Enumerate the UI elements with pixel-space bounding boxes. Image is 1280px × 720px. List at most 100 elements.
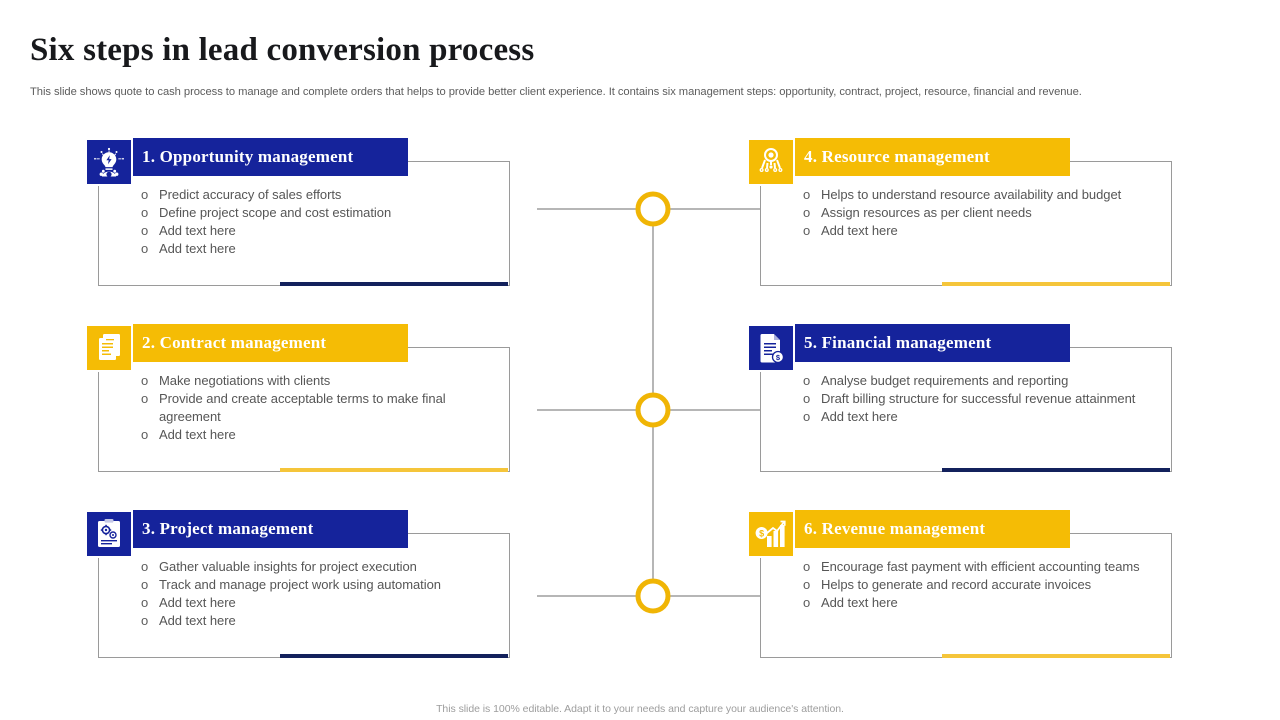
list-item: o Add text here	[803, 408, 1153, 426]
list-item: o Add text here	[141, 222, 491, 240]
card-header: 3. Project management	[120, 510, 408, 548]
bullet-text: Add text here	[159, 223, 236, 238]
bullet-marker: o	[141, 391, 149, 406]
step-card-6[interactable]: 6. Revenue management $ o Encourage fast…	[747, 510, 1172, 658]
bullet-marker: o	[141, 559, 149, 574]
card-accent-bar	[942, 468, 1170, 472]
card-accent-bar	[942, 282, 1170, 286]
bullet-text: Gather valuable insights for project exe…	[159, 559, 417, 574]
list-item: o Provide and create acceptable terms to…	[141, 390, 491, 426]
connector-node-2	[635, 392, 671, 428]
bullet-text: Add text here	[159, 427, 236, 442]
bullet-text: Helps to understand resource availabilit…	[821, 187, 1122, 202]
bullet-text: Add text here	[159, 613, 236, 628]
card-accent-bar	[280, 654, 508, 658]
card-bullet-list: o Analyse budget requirements and report…	[803, 372, 1153, 426]
bullet-text: Provide and create acceptable terms to m…	[159, 391, 446, 424]
card-outline	[98, 161, 510, 286]
card-bullet-list: o Predict accuracy of sales efforts o De…	[141, 186, 491, 258]
list-item: o Encourage fast payment with efficient …	[803, 558, 1153, 576]
bullet-text: Add text here	[821, 595, 898, 610]
bullet-marker: o	[803, 373, 811, 388]
card-title: 5. Financial management	[804, 333, 992, 352]
bullet-text: Analyse budget requirements and reportin…	[821, 373, 1069, 388]
step-card-5[interactable]: 5. Financial management $ o Analyse budg…	[747, 324, 1172, 472]
card-bullet-list: o Gather valuable insights for project e…	[141, 558, 491, 630]
bullet-marker: o	[141, 577, 149, 592]
svg-text:$: $	[759, 529, 764, 539]
card-bullet-list: o Helps to understand resource availabil…	[803, 186, 1153, 240]
list-item: o Add text here	[141, 426, 491, 444]
card-accent-bar	[942, 654, 1170, 658]
list-item: o Analyse budget requirements and report…	[803, 372, 1153, 390]
list-item: o Add text here	[803, 222, 1153, 240]
bullet-text: Assign resources as per client needs	[821, 205, 1032, 220]
card-outline	[760, 347, 1172, 472]
card-outline	[98, 533, 510, 658]
card-accent-bar	[280, 468, 508, 472]
list-item: o Gather valuable insights for project e…	[141, 558, 491, 576]
bullet-marker: o	[803, 577, 811, 592]
card-outline	[760, 161, 1172, 286]
step-card-2[interactable]: 2. Contract management o	[85, 324, 510, 472]
revenue-bar-chart-dollar-icon: $	[747, 510, 795, 558]
card-header: 6. Revenue management	[782, 510, 1070, 548]
bullet-text: Define project scope and cost estimation	[159, 205, 392, 220]
contract-clipboard-icon	[85, 324, 133, 372]
card-header: 1. Opportunity management	[120, 138, 408, 176]
connector-node-1	[635, 191, 671, 227]
bullet-marker: o	[803, 187, 811, 202]
list-item: o Draft billing structure for successful…	[803, 390, 1153, 408]
step-card-4[interactable]: 4. Resource management	[747, 138, 1172, 286]
list-item: o Define project scope and cost estimati…	[141, 204, 491, 222]
page-title: Six steps in lead conversion process	[30, 32, 535, 68]
slide-description: This slide shows quote to cash process t…	[30, 86, 1082, 98]
card-outline	[98, 347, 510, 472]
step-card-3[interactable]: 3. Project management	[85, 510, 510, 658]
card-outline	[760, 533, 1172, 658]
connector-node-3	[635, 578, 671, 614]
card-header: 2. Contract management	[120, 324, 408, 362]
list-item: o Add text here	[141, 594, 491, 612]
list-item: o Track and manage project work using au…	[141, 576, 491, 594]
list-item: o Add text here	[803, 594, 1153, 612]
bullet-text: Track and manage project work using auto…	[159, 577, 441, 592]
card-bullet-list: o Make negotiations with clients o Provi…	[141, 372, 491, 444]
bullet-text: Draft billing structure for successful r…	[821, 391, 1136, 406]
connector-layer	[537, 191, 775, 614]
card-title: 4. Resource management	[804, 147, 990, 166]
bullet-marker: o	[141, 205, 149, 220]
card-accent-bar	[280, 282, 508, 286]
bullet-marker: o	[803, 223, 811, 238]
bullet-marker: o	[803, 595, 811, 610]
financial-document-dollar-icon: $	[747, 324, 795, 372]
bullet-marker: o	[141, 223, 149, 238]
card-title: 1. Opportunity management	[142, 147, 354, 166]
bullet-text: Helps to generate and record accurate in…	[821, 577, 1092, 592]
bullet-marker: o	[141, 595, 149, 610]
list-item: o Helps to understand resource availabil…	[803, 186, 1153, 204]
card-header: 4. Resource management	[782, 138, 1070, 176]
process-diagram: 1. Opportunity management	[0, 120, 1280, 680]
footer-note: This slide is 100% editable. Adapt it to…	[436, 703, 844, 715]
card-title: 6. Revenue management	[804, 519, 986, 538]
bullet-text: Add text here	[821, 223, 898, 238]
bullet-marker: o	[141, 427, 149, 442]
bullet-marker: o	[803, 409, 811, 424]
step-card-1[interactable]: 1. Opportunity management	[85, 138, 510, 286]
bullet-text: Predict accuracy of sales efforts	[159, 187, 342, 202]
resource-network-gear-icon	[747, 138, 795, 186]
card-title: 2. Contract management	[142, 333, 327, 352]
lightbulb-idea-gear-icon	[85, 138, 133, 186]
bullet-text: Make negotiations with clients	[159, 373, 331, 388]
card-title: 3. Project management	[142, 519, 314, 538]
list-item: o Predict accuracy of sales efforts	[141, 186, 491, 204]
list-item: o Assign resources as per client needs	[803, 204, 1153, 222]
bullet-marker: o	[141, 373, 149, 388]
bullet-marker: o	[141, 613, 149, 628]
bullet-marker: o	[803, 391, 811, 406]
bullet-text: Add text here	[159, 595, 236, 610]
card-bullet-list: o Encourage fast payment with efficient …	[803, 558, 1153, 612]
list-item: o Helps to generate and record accurate …	[803, 576, 1153, 594]
bullet-marker: o	[803, 559, 811, 574]
